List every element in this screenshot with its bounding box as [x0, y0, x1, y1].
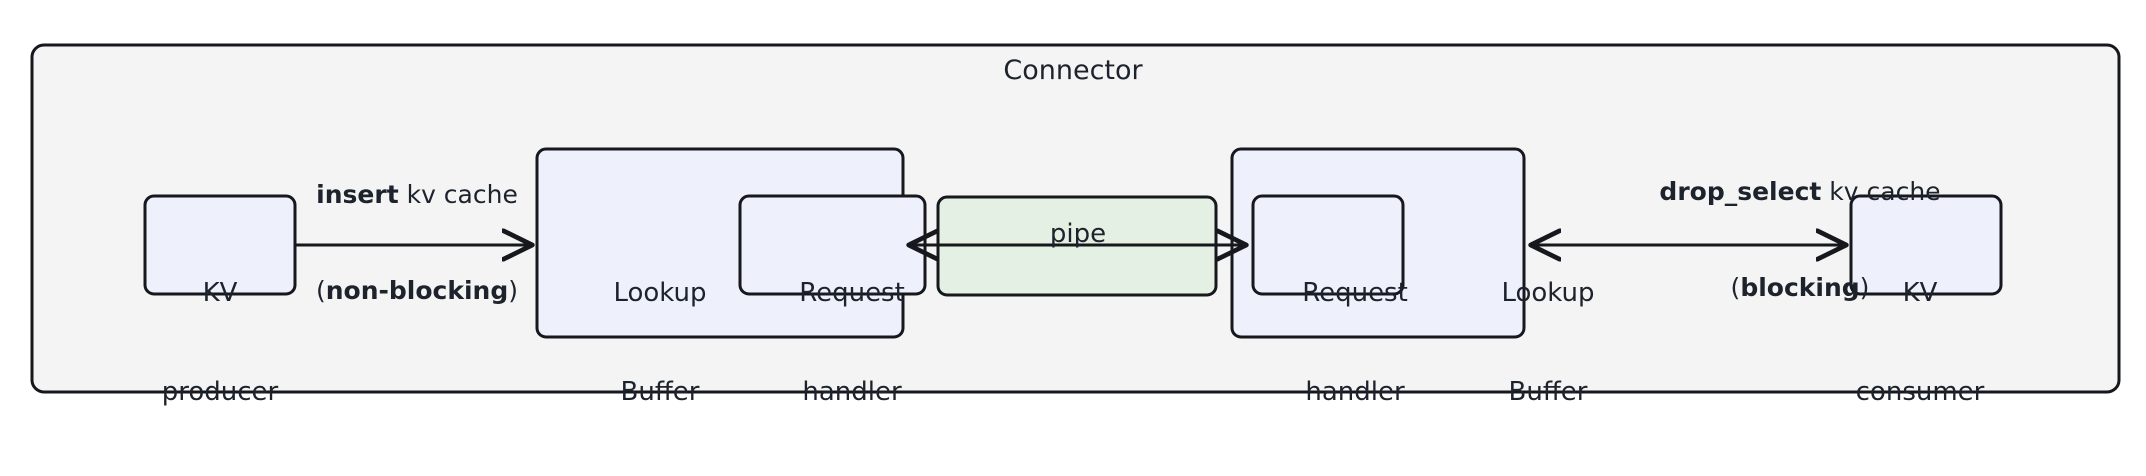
- diagram-canvas: Connector KV producer Lookup Buffer Requ…: [30, 43, 2121, 408]
- diagram-svg: [30, 43, 2121, 394]
- node-kv-producer-shape[interactable]: [143, 194, 297, 296]
- node-request-handler-left-shape[interactable]: [738, 194, 927, 296]
- node-request-handler-right-shape[interactable]: [1251, 194, 1405, 296]
- node-kv-consumer-shape[interactable]: [1849, 194, 2003, 296]
